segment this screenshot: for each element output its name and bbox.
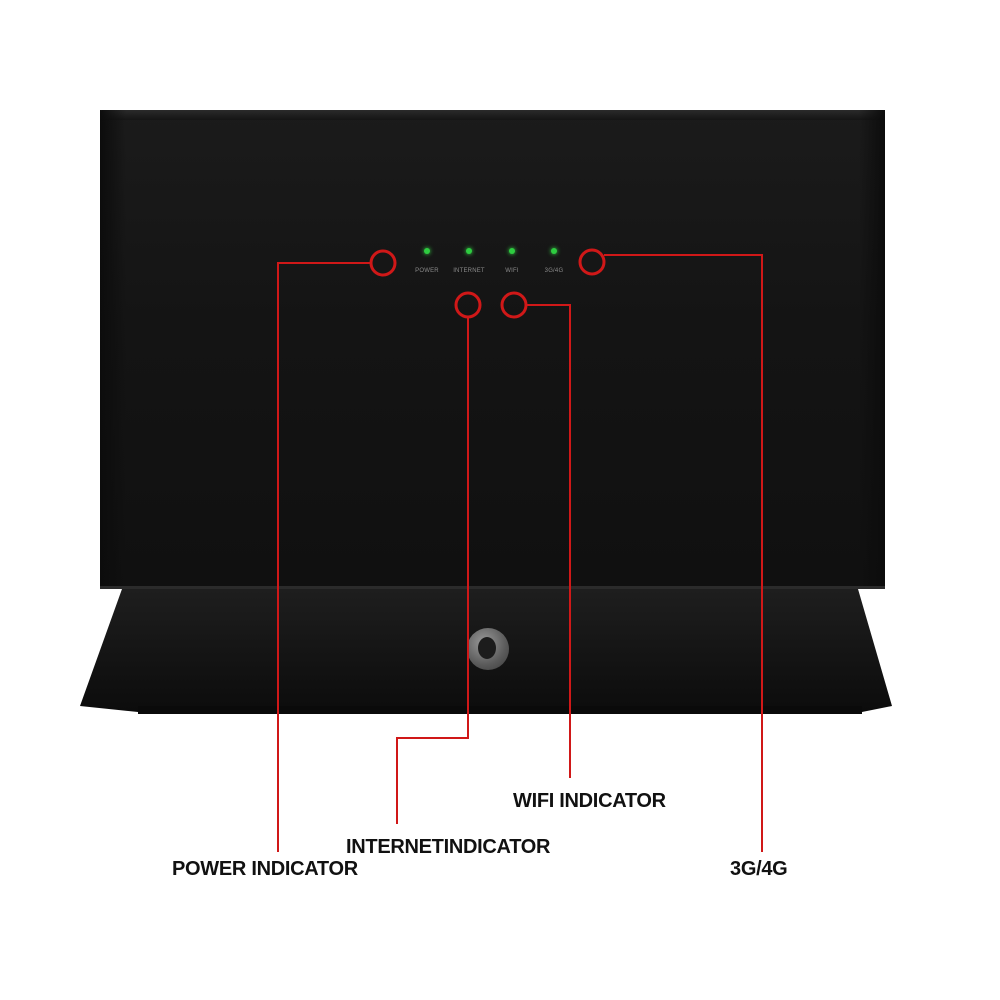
router-side-shade [100,110,126,588]
led-label-signal: 3G/4G [544,268,564,274]
led-wifi [509,248,515,254]
callout-signal: 3G/4G [730,858,788,880]
router-top-edge [100,110,885,120]
router-body [100,110,885,588]
led-label-power: POWER [415,268,439,274]
led-power [424,248,430,254]
led-label-wifi: WIFI [505,268,519,274]
router-side-shade [859,110,885,588]
body-stand-seam [100,586,885,589]
led-label-internet: INTERNET [453,268,485,274]
callout-wifi-indicator: WIFI INDICATOR [513,790,666,812]
vodafone-logo-icon [467,628,509,670]
logo-inner-mark [478,637,496,659]
led-signal [551,248,557,254]
led-internet [466,248,472,254]
callout-internet-indicator: INTERNETINDICATOR [346,836,551,858]
callout-power-indicator: POWER INDICATOR [172,858,358,880]
